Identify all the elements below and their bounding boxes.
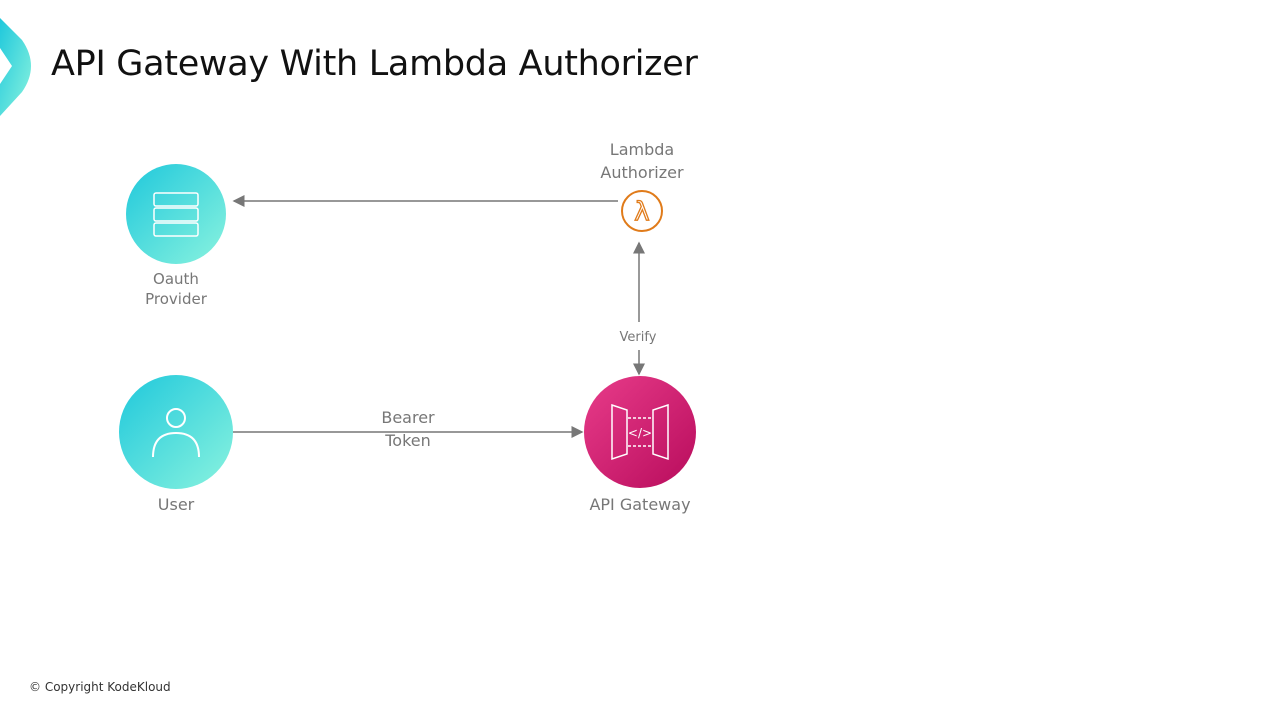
label-line: Token: [385, 431, 431, 450]
oauth-provider-label: Oauth Provider: [116, 269, 236, 309]
bearer-token-label: Bearer Token: [348, 406, 468, 452]
lambda-icon: λ: [621, 190, 663, 232]
page-title: API Gateway With Lambda Authorizer: [51, 44, 698, 84]
lambda-authorizer-label: Lambda Authorizer: [582, 138, 702, 184]
verify-label: Verify: [619, 330, 657, 345]
oauth-server-icon: [126, 164, 226, 264]
svg-text:</>: </>: [628, 426, 652, 440]
user-icon: [119, 375, 233, 489]
label-line: Oauth: [153, 270, 199, 288]
logo-chevron: [0, 18, 31, 116]
svg-text:λ: λ: [634, 197, 649, 227]
label-line: Bearer: [381, 408, 435, 427]
user-label: User: [157, 495, 195, 514]
label-line: Provider: [145, 290, 207, 308]
label-line: Authorizer: [600, 163, 684, 182]
api-gateway-icon: </>: [584, 376, 696, 488]
copyright: © Copyright KodeKloud: [29, 680, 171, 694]
label-line: Lambda: [609, 140, 675, 159]
api-gateway-label: API Gateway: [589, 495, 691, 514]
